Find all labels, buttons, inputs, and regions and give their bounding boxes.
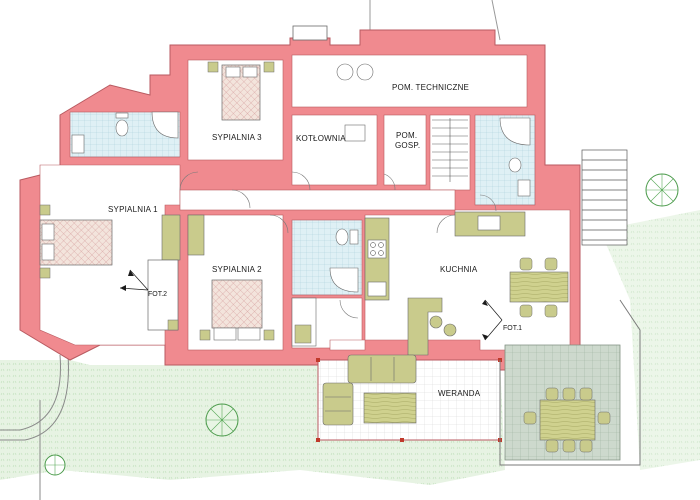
garden-path-inner — [0, 354, 69, 441]
photo-marker-fot1 — [482, 299, 503, 341]
label-pom-gosp-line1: POM. — [396, 131, 417, 140]
label-pom-gosp-line2: GOSP. — [395, 141, 420, 150]
bathroom-right-fixtures — [499, 117, 531, 197]
top-porch — [292, 25, 328, 41]
wardrobe-sypialnia-2 — [187, 214, 205, 256]
label-sypialnia-1: SYPIALNIA 1 — [108, 205, 158, 214]
label-kuchnia: KUCHNIA — [440, 265, 478, 274]
tree-icon — [645, 173, 679, 207]
terrace-outline — [499, 299, 641, 466]
room-pom-techniczne-floor — [291, 54, 528, 108]
label-fot2: FOT.2 — [148, 291, 167, 298]
bathroom-middle-fixtures — [329, 228, 359, 293]
desk-sypialnia-1 — [147, 259, 179, 331]
bed-sypialnia-3 — [207, 61, 275, 121]
label-pom-techniczne: POM. TECHNICZNE — [392, 83, 469, 92]
kitchen-dining-table — [509, 257, 569, 318]
property-line-top — [369, 0, 501, 41]
wardrobe-sypialnia-1 — [161, 214, 181, 261]
external-stairs — [581, 149, 628, 246]
label-sypialnia-2: SYPIALNIA 2 — [212, 265, 262, 274]
room-pom-gosp-floor — [383, 114, 427, 186]
garden-path — [0, 354, 61, 431]
bathroom-left-fixtures — [71, 111, 179, 154]
kitchen-island — [407, 297, 457, 356]
bed-sypialnia-1 — [39, 204, 113, 279]
weranda-sofa — [322, 354, 417, 426]
label-kotlownia: KOTŁOWNIA — [296, 134, 346, 143]
room-kuchnia-floor — [329, 209, 571, 351]
garden-lawn-right — [600, 210, 700, 470]
photo-marker-fot2 — [119, 269, 149, 291]
door-swings — [179, 171, 497, 319]
kitchen-counter-left — [364, 217, 390, 301]
bed-sypialnia-2 — [199, 279, 275, 341]
label-weranda: WERANDA — [438, 389, 481, 398]
weranda-table — [363, 392, 417, 424]
tree-icon — [205, 403, 239, 437]
kitchen-counter-top — [454, 211, 526, 237]
terrace-dining-table — [523, 387, 611, 453]
internal-stairs — [432, 118, 468, 182]
label-sypialnia-3: SYPIALNIA 3 — [212, 133, 262, 142]
tree-icon — [44, 454, 66, 476]
boiler — [344, 124, 366, 142]
hall-cabinet — [294, 324, 312, 344]
room-corridor-floor — [179, 189, 456, 211]
technical-room-tanks — [336, 63, 374, 81]
label-fot1: FOT.1 — [503, 325, 522, 332]
